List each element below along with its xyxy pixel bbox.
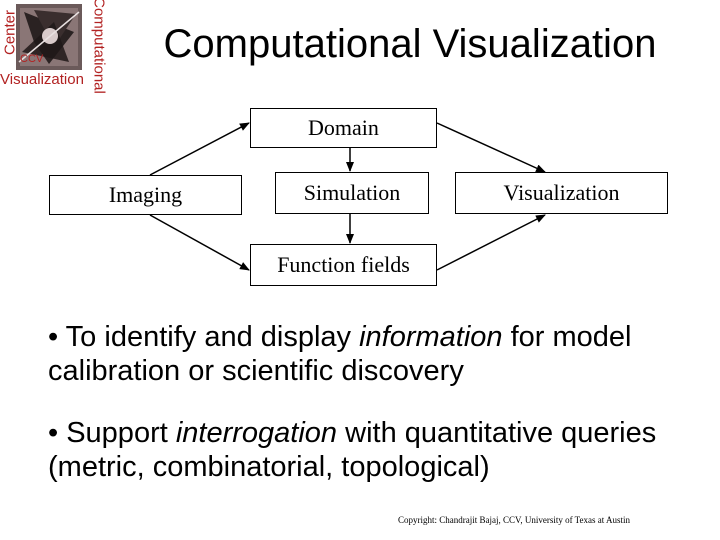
bullet-point: • To identify and display information fo… (48, 320, 698, 388)
arrow-imaging-to-domain (149, 122, 250, 176)
bullet-emphasis: interrogation (175, 417, 338, 449)
bullet-text: for model calibration or scientific disc… (48, 321, 632, 387)
bullet-text: • To identify and display (48, 321, 360, 353)
bullet-text: with quantitative queries (metric, combi… (48, 417, 657, 483)
node-visualization: Visualization (455, 172, 668, 214)
node-imaging: Imaging (49, 175, 242, 215)
diagram-arrows (149, 122, 546, 271)
arrow-imaging-to-function (149, 214, 250, 271)
node-simulation: Simulation (275, 172, 429, 214)
slide-title: Computational Visualization (163, 22, 657, 66)
bullet-text: • Support (48, 417, 176, 449)
node-function-fields: Function fields (250, 244, 437, 286)
arrow-domain-to-visualization (436, 122, 546, 173)
logo-word-visualization: Visualization (0, 71, 84, 88)
ccv-logo-graphic (16, 4, 82, 70)
bullet-emphasis: information (359, 321, 503, 353)
logo-badge-ccv: CCV (20, 53, 44, 65)
ccv-logo: Center Computational Visualization CCV (0, 0, 108, 100)
bullet-point: • Support interrogation with quantitativ… (48, 416, 698, 484)
copyright-notice: Copyright: Chandrajit Bajaj, CCV, Univer… (398, 515, 631, 525)
node-domain: Domain (250, 108, 437, 148)
arrow-function-to-visualization (436, 214, 546, 271)
